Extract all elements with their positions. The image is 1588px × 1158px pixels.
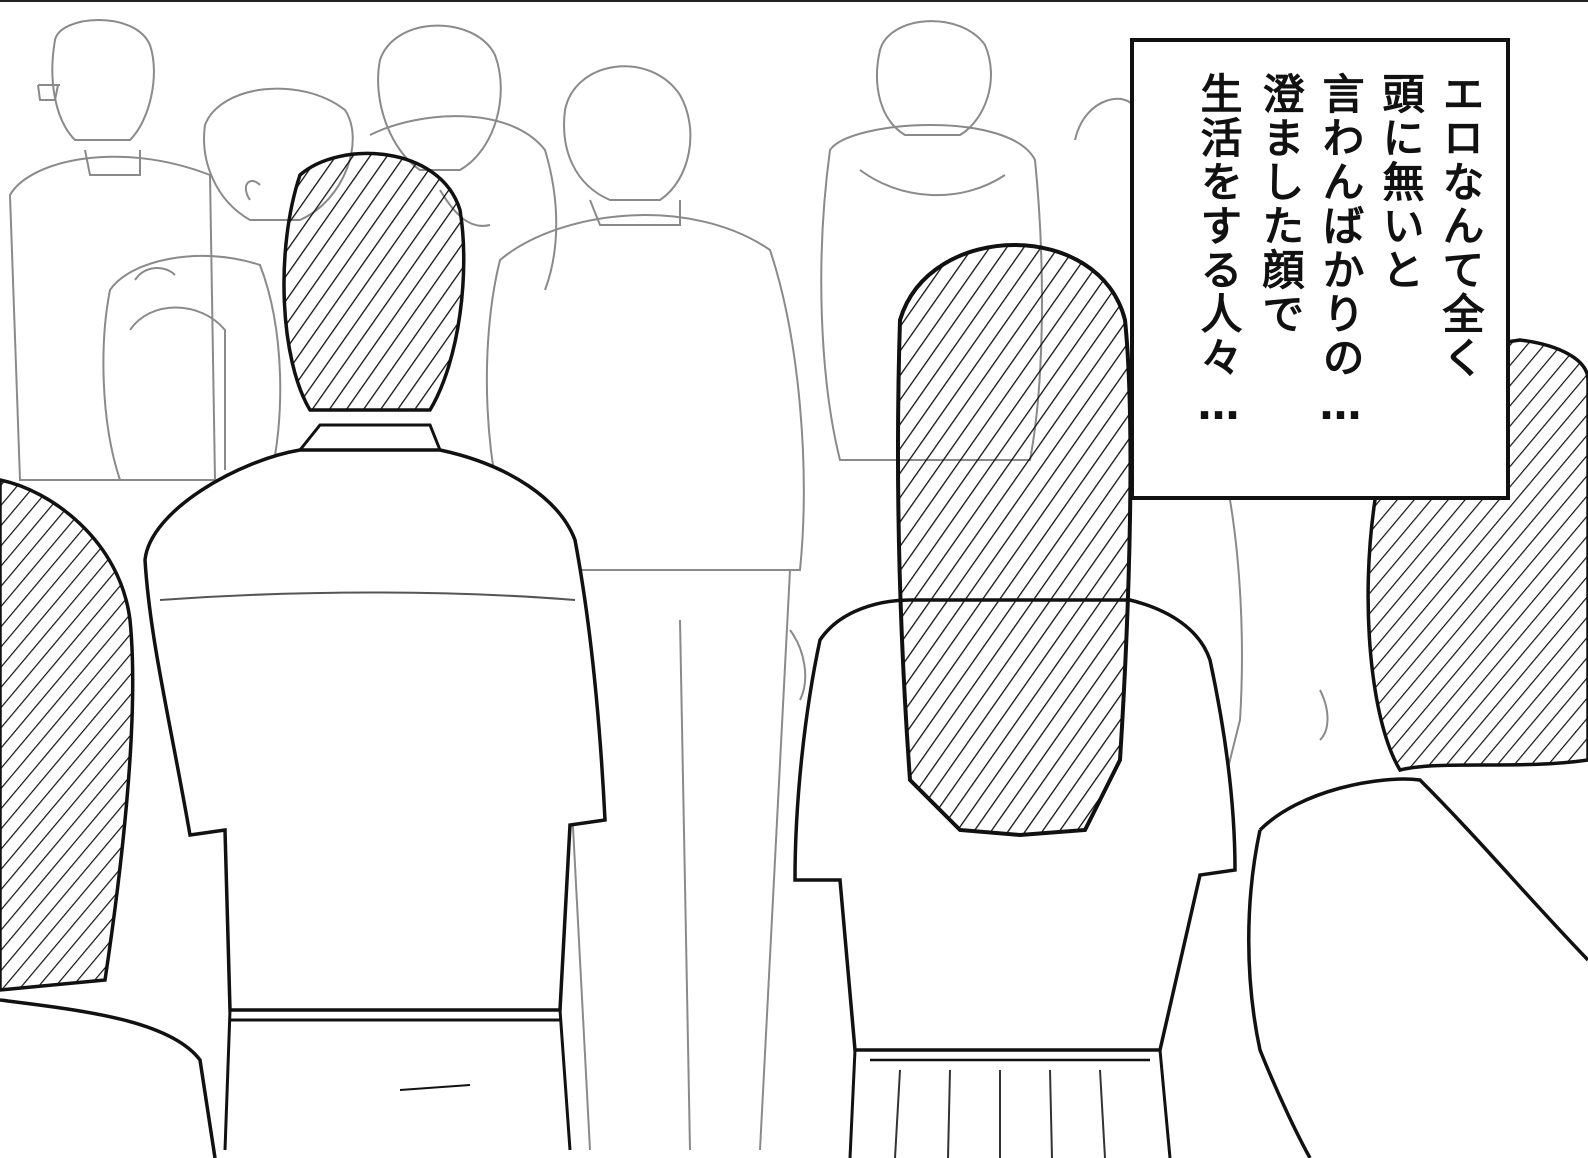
foreground-schoolboy — [143, 151, 607, 1151]
background-boy-backpack — [102, 87, 354, 481]
narration-line-3: 言わんばかりの… — [1316, 72, 1365, 431]
narration-box: エロなんて全く 頭に無いと 言わんばかりの… 澄ました顔で 生活をする人々… — [1130, 38, 1510, 500]
left-girl-hair-hatched — [0, 478, 135, 992]
schoolboy-hair-hatched — [282, 151, 466, 412]
schoolgirl-hair-hatched — [896, 243, 1133, 838]
foreground-schoolgirl — [793, 243, 1237, 1158]
narration-line-4: 澄ました顔で — [1256, 72, 1305, 336]
narration-line-5: 生活をする人々… — [1194, 72, 1243, 431]
narration-line-2: 頭に無いと — [1376, 72, 1425, 292]
background-man-glasses — [8, 19, 217, 481]
schoolboy-shirt — [143, 448, 607, 1012]
narration-line-1: エロなんて全く — [1436, 72, 1485, 380]
foreground-girl-left — [0, 478, 217, 1158]
